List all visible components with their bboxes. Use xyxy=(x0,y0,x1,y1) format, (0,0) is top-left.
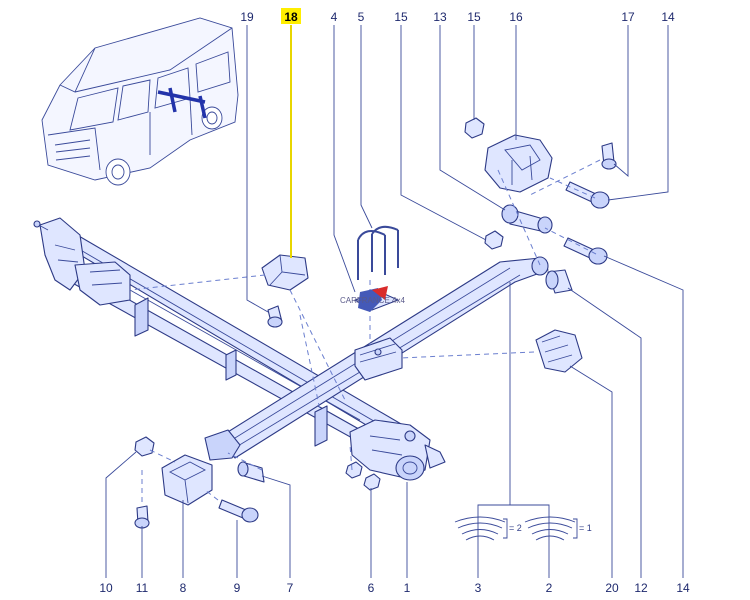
bolt-11 xyxy=(134,505,150,529)
callout-2: 2 xyxy=(546,581,553,595)
callout-10: 10 xyxy=(99,581,113,595)
hanger-16 xyxy=(484,134,553,193)
watermark-text: CARFRANCE 4x4 xyxy=(340,296,405,305)
spring-leaf-icon-3 xyxy=(454,516,508,541)
u-bolt-5 xyxy=(357,225,399,280)
callout-19: 19 xyxy=(240,10,254,24)
callout-20: 20 xyxy=(605,581,619,595)
callout-18-highlight xyxy=(281,8,301,24)
bush-7 xyxy=(237,461,265,483)
leaf-spring xyxy=(204,256,549,461)
callout-11: 11 xyxy=(136,581,149,595)
callout-14-a: 14 xyxy=(661,10,675,24)
callout-18: 18 xyxy=(284,10,298,24)
nut-15-top xyxy=(464,117,485,139)
nut-10 xyxy=(134,436,155,457)
left-hub xyxy=(33,217,131,306)
callout-4: 4 xyxy=(331,10,338,24)
bolt-19 xyxy=(267,305,283,328)
callout-14-b: 14 xyxy=(676,581,690,595)
callout-labels: 19 18 4 5 15 13 15 16 17 14 10 11 8 9 7 … xyxy=(99,8,690,595)
assembly-dashed-lines xyxy=(129,159,601,505)
callout-6: 6 xyxy=(368,581,375,595)
callout-15-b: 15 xyxy=(467,10,481,24)
carfrance-logo: CARFRANCE 4x4 xyxy=(340,286,405,312)
bolt-17 xyxy=(601,142,617,170)
right-hub xyxy=(349,419,446,481)
callout-16: 16 xyxy=(509,10,523,24)
spring-leaf-icon-2 xyxy=(524,516,578,541)
bolt-14-lower xyxy=(563,237,608,265)
nut-15-mid xyxy=(484,230,504,250)
callout-7: 7 xyxy=(287,581,294,595)
callout-9: 9 xyxy=(234,581,241,595)
callout-5: 5 xyxy=(358,10,365,24)
bump-stop-bracket-18 xyxy=(261,254,309,291)
callout-3: 3 xyxy=(475,581,482,595)
bolt-9 xyxy=(218,499,259,523)
bush-12 xyxy=(545,269,573,294)
bump-stop-20 xyxy=(535,329,583,373)
van-illustration xyxy=(41,17,239,186)
callout-17: 17 xyxy=(621,10,635,24)
callout-15-a: 15 xyxy=(394,10,408,24)
spring-note-right: = 1 xyxy=(579,523,592,533)
leader-lines xyxy=(105,25,684,578)
bracket-8 xyxy=(161,454,213,506)
shackle-bush-13 xyxy=(501,204,553,234)
callout-8: 8 xyxy=(180,581,187,595)
callout-12: 12 xyxy=(634,581,648,595)
callout-1: 1 xyxy=(404,581,411,595)
callout-13: 13 xyxy=(433,10,447,24)
nut-6 xyxy=(345,461,381,491)
bolt-14-upper xyxy=(565,181,610,209)
spring-note-left: = 2 xyxy=(509,523,522,533)
